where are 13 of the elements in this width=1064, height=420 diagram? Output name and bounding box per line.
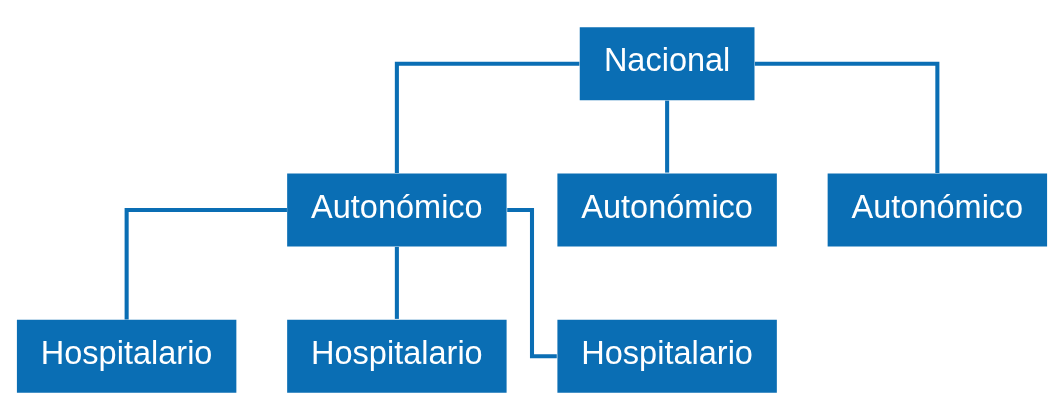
node-box: Autonómico xyxy=(557,173,777,247)
node-box: Hospitalario xyxy=(557,319,777,393)
connector xyxy=(507,207,557,359)
node-box: Nacional xyxy=(579,27,755,101)
connector xyxy=(124,207,287,320)
connector xyxy=(394,246,399,319)
node-box: Hospitalario xyxy=(287,319,507,393)
connector xyxy=(754,61,940,174)
node-box: Autonómico xyxy=(287,173,507,247)
node-box: Hospitalario xyxy=(16,319,237,393)
connector xyxy=(665,100,670,173)
node-box: Autonómico xyxy=(827,173,1048,247)
connector xyxy=(394,61,580,174)
